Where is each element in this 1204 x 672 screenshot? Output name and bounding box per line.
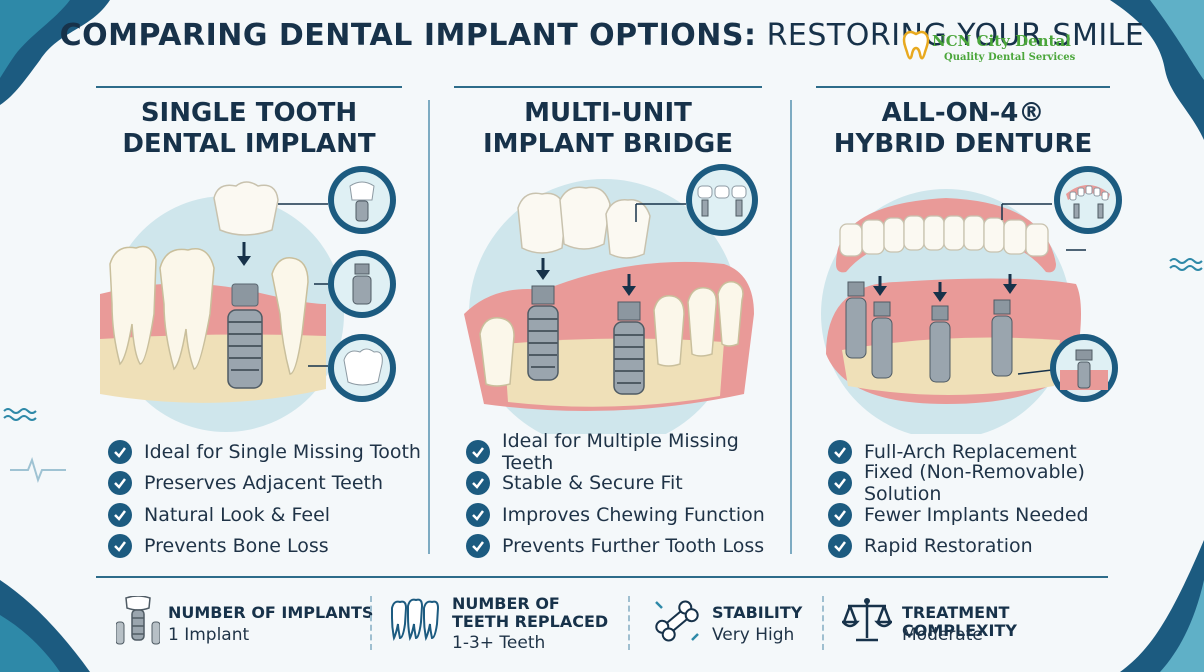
column-title-line: IMPLANT BRIDGE: [482, 129, 734, 159]
column-divider: [790, 100, 792, 554]
column-title: MULTI-UNIT IMPLANT BRIDGE: [454, 98, 762, 160]
feature-text: Rapid Restoration: [864, 535, 1033, 558]
column-title: ALL-ON-4® HYBRID DENTURE: [816, 98, 1110, 160]
stat-value: 1 Implant: [168, 625, 250, 645]
abutment-closeup-icon: [328, 250, 396, 318]
logo-tagline: Quality Dental Services: [944, 52, 1076, 63]
crown-closeup-icon: [328, 334, 396, 402]
feature-text: Preserves Adjacent Teeth: [144, 472, 384, 495]
stat-divider: [370, 596, 372, 650]
page-title-strong: COMPARING DENTAL IMPLANT OPTIONS:: [59, 18, 757, 53]
feature-item: Natural Look & Feel: [108, 499, 421, 531]
check-icon: [466, 502, 490, 527]
feature-text: Fewer Implants Needed: [864, 503, 1089, 526]
column-rule: [96, 86, 402, 88]
stat-divider: [628, 596, 630, 650]
check-icon: [108, 471, 132, 496]
stat-label: TEETH REPLACED: [452, 612, 609, 631]
column-single-tooth: SINGLE TOOTH DENTAL IMPLANT: [96, 86, 426, 559]
implant-closeup-icon: [328, 166, 396, 234]
feature-item: Full-Arch Replacement: [828, 436, 1112, 468]
column-title-line: HYBRID DENTURE: [833, 129, 1093, 159]
column-all-on-4: ALL-ON-4® HYBRID DENTURE: [816, 86, 1122, 559]
feature-text: Prevents Further Tooth Loss: [502, 535, 765, 558]
stat-value: Moderate: [902, 625, 983, 645]
stat-label: STABILITY: [712, 603, 803, 622]
column-title: SINGLE TOOTH DENTAL IMPLANT: [96, 98, 402, 160]
feature-item: Fewer Implants Needed: [828, 499, 1112, 531]
feature-text: Natural Look & Feel: [144, 503, 331, 526]
check-icon: [828, 534, 852, 559]
stat-value: Very High: [712, 625, 795, 645]
column-title-line: ALL-ON-4®: [881, 98, 1045, 128]
check-icon: [108, 534, 132, 559]
feature-text: Stable & Secure Fit: [502, 472, 683, 495]
bridge-closeup-icon: [686, 164, 758, 236]
stat-label: TREATMENT COMPLEXITY: [902, 603, 1017, 640]
feature-list: Ideal for Multiple Missing Teeth Stable …: [466, 430, 784, 563]
bottom-rule: [96, 576, 1108, 578]
brand-logo: NCN City Dental Quality Dental Services: [900, 30, 1090, 70]
denture-closeup-icon: [1054, 166, 1122, 234]
implants-icon: [116, 596, 160, 645]
feature-text: Ideal for Multiple Missing Teeth: [502, 429, 739, 474]
logo-name: NCN City Dental: [932, 32, 1071, 50]
heartbeat-decoration: [10, 456, 66, 484]
feature-text: Prevents Bone Loss: [144, 535, 329, 558]
page-title: COMPARING DENTAL IMPLANT OPTIONS: RESTOR…: [0, 18, 1204, 53]
bone-icon: [655, 600, 699, 642]
right-squiggle-decoration: [1169, 258, 1203, 271]
tooth-logo-icon: [902, 30, 930, 60]
check-icon: [108, 439, 132, 464]
feature-item: Stable & Secure Fit: [466, 468, 784, 500]
feature-list: Full-Arch Replacement Fixed (Non-Removab…: [828, 436, 1112, 562]
stat-teeth-replaced: NUMBER OF TEETH REPLACED 1-3+ Teeth: [390, 588, 620, 658]
bottom-right-wave-decoration: [1120, 540, 1204, 672]
stat-number-of-implants: NUMBER OF IMPLANTS 1 Implant: [116, 588, 376, 658]
check-icon: [466, 471, 490, 496]
stat-label: NUMBER OF IMPLANTS: [168, 603, 374, 622]
column-rule: [816, 86, 1110, 88]
page-title-light: RESTORING YOUR SMILE: [766, 18, 1145, 53]
column-multi-unit-bridge: MULTI-UNIT IMPLANT BRIDGE: [454, 86, 784, 559]
feature-item: Improves Chewing Function: [466, 499, 784, 531]
hybrid-denture-illustration: [821, 166, 1122, 434]
stat-stability: STABILITY Very High: [652, 588, 812, 658]
feature-text: Fixed (Non-Removable) Solution: [864, 461, 1085, 506]
check-icon: [828, 502, 852, 527]
column-rule: [454, 86, 762, 88]
feature-item: Prevents Bone Loss: [108, 531, 421, 563]
feature-item: Rapid Restoration: [828, 531, 1112, 563]
stats-bar: NUMBER OF IMPLANTS 1 Implant NUMBER OF T…: [96, 588, 1108, 658]
check-icon: [828, 471, 852, 496]
check-icon: [466, 439, 490, 464]
feature-item: Ideal for Multiple Missing Teeth: [466, 430, 784, 474]
column-title-line: DENTAL IMPLANT: [122, 129, 376, 159]
implant-bridge-illustration: [464, 164, 758, 434]
scales-icon: [842, 598, 892, 642]
feature-item: Preserves Adjacent Teeth: [108, 468, 421, 500]
column-title-line: SINGLE TOOTH: [140, 98, 358, 128]
check-icon: [828, 439, 852, 464]
column-title-line: MULTI-UNIT: [524, 98, 692, 128]
feature-text: Improves Chewing Function: [502, 503, 765, 526]
check-icon: [108, 502, 132, 527]
feature-item: Fixed (Non-Removable) Solution: [828, 461, 1112, 505]
stat-label: NUMBER OF: [452, 594, 560, 613]
stat-divider: [822, 596, 824, 650]
column-divider: [428, 100, 430, 554]
stat-treatment-complexity: TREATMENT COMPLEXITY Moderate: [842, 588, 1112, 658]
stat-value: 1-3+ Teeth: [452, 633, 546, 653]
implant-abutment-closeup-icon: [1050, 334, 1118, 402]
feature-text: Full-Arch Replacement: [864, 440, 1077, 463]
teeth-icon: [391, 598, 440, 642]
feature-text: Ideal for Single Missing Tooth: [144, 440, 421, 463]
feature-list: Ideal for Single Missing Tooth Preserves…: [108, 436, 421, 562]
left-squiggle-decoration: [3, 408, 37, 421]
feature-item: Ideal for Single Missing Tooth: [108, 436, 421, 468]
single-implant-illustration: [100, 166, 396, 432]
feature-item: Prevents Further Tooth Loss: [466, 531, 784, 563]
check-icon: [466, 534, 490, 559]
